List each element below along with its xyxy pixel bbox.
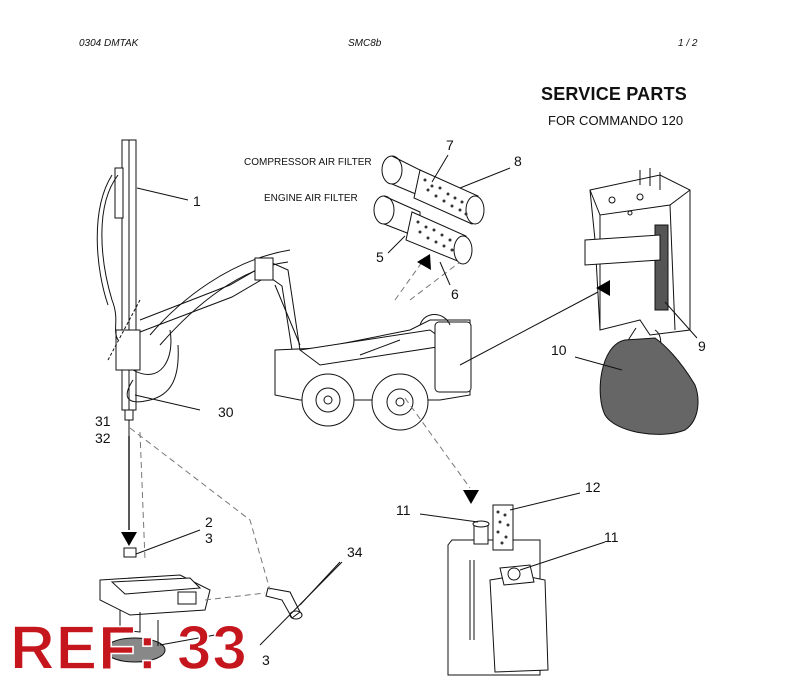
oil-separator-bag-illustration — [599, 337, 699, 435]
callout-34: 34 — [347, 544, 363, 560]
header-model-code: SMC8b — [348, 38, 382, 49]
callout-9: 9 — [698, 338, 706, 354]
pointer-arrows — [121, 254, 610, 546]
callout-32: 32 — [95, 430, 111, 446]
dashed-guide-lines — [129, 257, 471, 601]
page-title: SERVICE PARTS — [541, 84, 687, 104]
callout-3-hose: 3 — [262, 652, 270, 668]
hose-fitting-illustration — [265, 587, 303, 620]
callout-7: 7 — [446, 137, 454, 153]
callout-2: 2 — [205, 514, 213, 530]
page-subtitle: FOR COMMANDO 120 — [548, 113, 684, 128]
callout-8: 8 — [514, 153, 522, 169]
callout-12: 12 — [585, 479, 601, 495]
boom-arm-illustration — [139, 249, 301, 351]
compressor-air-filter-illustration — [381, 155, 485, 225]
callout-5: 5 — [376, 249, 384, 265]
callout-31: 31 — [95, 413, 111, 429]
callout-1: 1 — [193, 193, 201, 209]
callout-30: 30 — [218, 404, 234, 420]
callout-11-left: 11 — [396, 502, 411, 518]
drill-mast-illustration — [96, 139, 179, 436]
compressor-housing-illustration — [584, 168, 691, 353]
callout-3: 3 — [205, 530, 213, 546]
header-document-code: 0304 DMTAK — [79, 38, 139, 49]
callout-10: 10 — [551, 342, 567, 358]
drill-adapter-illustration — [99, 547, 211, 663]
callout-11-right: 11 — [604, 529, 619, 545]
ref-stamp: REF: 33 — [9, 614, 248, 683]
header-page-number: 1 / 2 — [678, 38, 698, 49]
callout-4: 4 — [217, 623, 225, 639]
label-engine-air-filter: ENGINE AIR FILTER — [264, 193, 358, 204]
tank-assembly-illustration — [447, 504, 549, 676]
label-compressor-air-filter: COMPRESSOR AIR FILTER — [244, 157, 372, 168]
callout-leader-lines — [134, 154, 698, 646]
carrier-vehicle-illustration — [274, 314, 472, 431]
callout-6: 6 — [451, 286, 459, 302]
